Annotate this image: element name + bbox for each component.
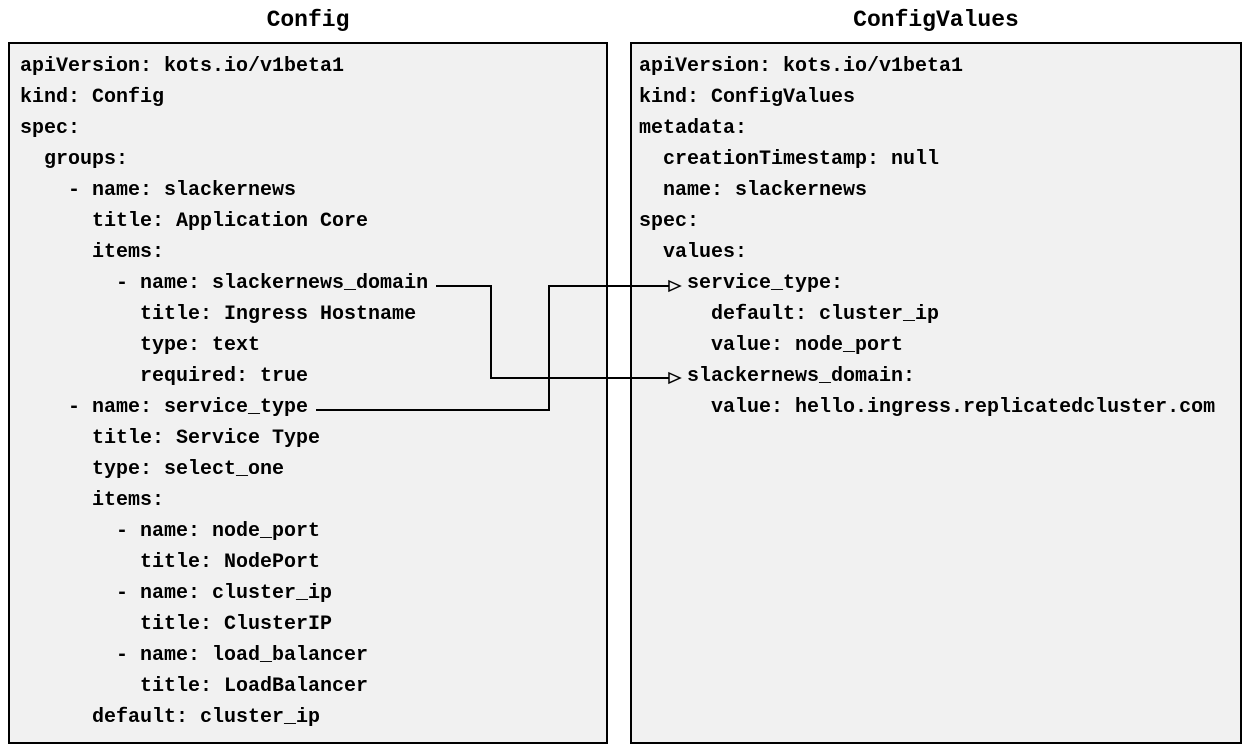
yaml-line: - name: cluster_ip bbox=[20, 582, 333, 605]
yaml-line: - name: slackernews bbox=[20, 179, 297, 202]
yaml-line-service-type-value: service_type: bbox=[639, 272, 844, 295]
yaml-line: title: ClusterIP bbox=[20, 613, 333, 636]
yaml-line: apiVersion: kots.io/v1beta1 bbox=[20, 55, 345, 78]
yaml-line: type: text bbox=[20, 334, 261, 357]
yaml-line: creationTimestamp: null bbox=[639, 148, 940, 171]
yaml-line: - name: load_balancer bbox=[20, 644, 369, 667]
yaml-line: type: select_one bbox=[20, 458, 285, 481]
yaml-line: items: bbox=[20, 489, 165, 512]
yaml-line: items: bbox=[20, 241, 165, 264]
config-panel-title: Config bbox=[266, 7, 350, 33]
yaml-line-slackernews-domain-value: slackernews_domain: bbox=[639, 365, 916, 388]
yaml-line: values: bbox=[639, 241, 748, 264]
yaml-line: value: node_port bbox=[639, 334, 904, 357]
yaml-line: title: NodePort bbox=[20, 551, 321, 574]
yaml-line: kind: ConfigValues bbox=[639, 86, 856, 109]
yaml-line: required: true bbox=[20, 365, 309, 388]
yaml-line: apiVersion: kots.io/v1beta1 bbox=[639, 55, 964, 78]
configvalues-panel-title: ConfigValues bbox=[853, 7, 1019, 33]
yaml-line: title: Application Core bbox=[20, 210, 369, 233]
yaml-line: title: Ingress Hostname bbox=[20, 303, 417, 326]
yaml-line-service-type: - name: service_type bbox=[20, 396, 309, 419]
yaml-line: spec: bbox=[20, 117, 81, 140]
yaml-line: kind: Config bbox=[20, 86, 165, 109]
yaml-line: title: Service Type bbox=[20, 427, 321, 450]
yaml-line: default: cluster_ip bbox=[639, 303, 940, 326]
yaml-line-slackernews-domain: - name: slackernews_domain bbox=[20, 272, 429, 295]
configvalues-panel: apiVersion: kots.io/v1beta1 kind: Config… bbox=[630, 42, 1242, 744]
config-panel: apiVersion: kots.io/v1beta1 kind: Config… bbox=[8, 42, 608, 744]
yaml-line: groups: bbox=[20, 148, 129, 171]
yaml-line: default: cluster_ip bbox=[20, 706, 321, 729]
yaml-line: value: hello.ingress.replicatedcluster.c… bbox=[639, 396, 1216, 419]
yaml-line: - name: node_port bbox=[20, 520, 321, 543]
yaml-line: spec: bbox=[639, 210, 700, 233]
yaml-line: title: LoadBalancer bbox=[20, 675, 369, 698]
yaml-line: metadata: bbox=[639, 117, 748, 140]
yaml-line: name: slackernews bbox=[639, 179, 868, 202]
